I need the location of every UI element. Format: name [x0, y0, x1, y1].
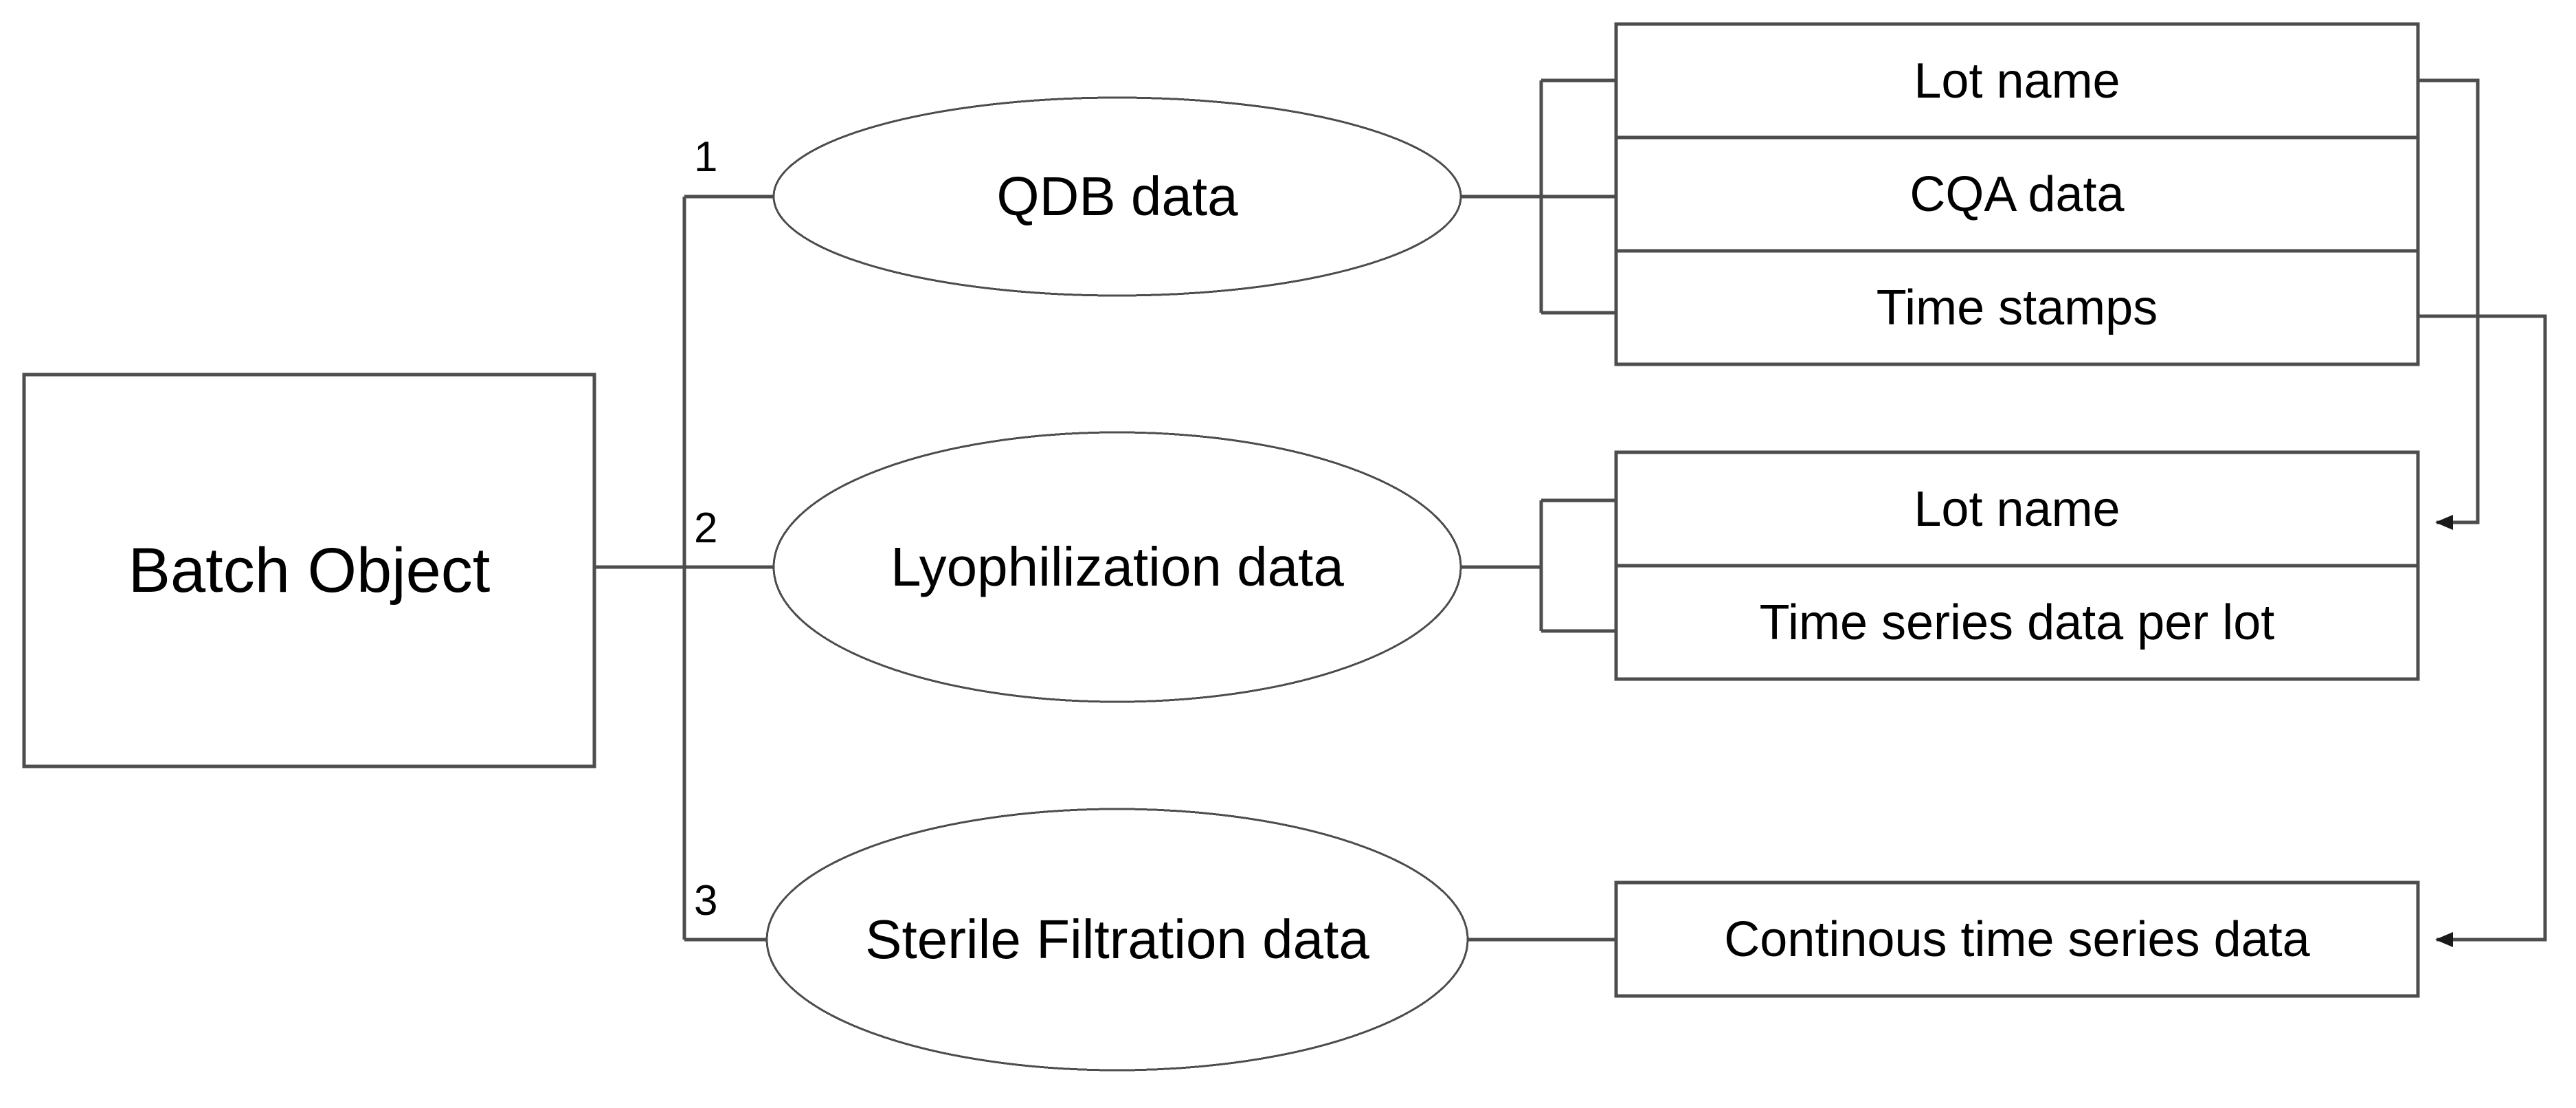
- cross-link-time-stamps: [2418, 314, 2547, 947]
- cross-link-lot-name: [2418, 78, 2480, 530]
- qdb-data-ellipse[interactable]: [772, 96, 1462, 297]
- batch-object-box[interactable]: [22, 373, 596, 768]
- qdb-attribute-table: [1614, 22, 2420, 366]
- branch-number-3: 3: [694, 877, 718, 924]
- branch-number-2: 2: [694, 505, 718, 552]
- branch-number-1: 1: [694, 133, 718, 181]
- lyophilization-data-ellipse[interactable]: [772, 431, 1462, 703]
- sterile-filtration-data-ellipse[interactable]: [765, 808, 1469, 1072]
- continous-time-series-box: [1614, 880, 2420, 998]
